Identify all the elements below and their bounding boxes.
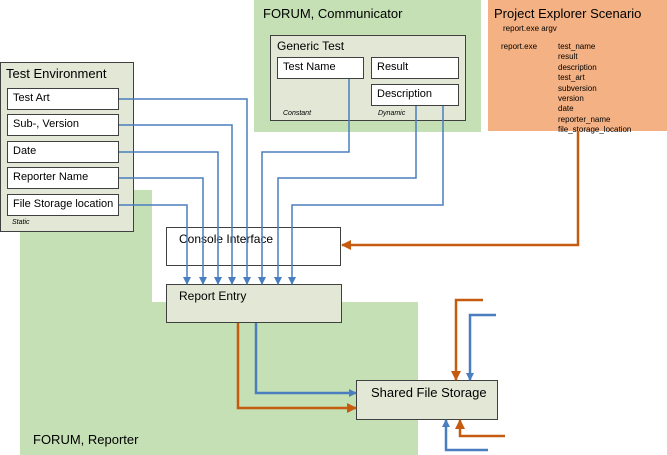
- line-storage-in-orange-bottom: [455, 419, 505, 438]
- test-environment-title: Test Environment: [6, 66, 107, 81]
- line-reporter-name: [119, 177, 207, 285]
- field-file-storage: File Storage location: [7, 194, 119, 216]
- console-interface-box: Console Interface: [166, 227, 341, 266]
- constant-label: Constant: [283, 110, 312, 117]
- reporter-area-lower: [20, 302, 418, 455]
- line-report-to-storage-orange: [236, 323, 357, 413]
- line-storage-in-blue-top: [466, 313, 496, 381]
- line-date: [119, 151, 222, 285]
- scenario-panel: [488, 0, 667, 131]
- generic-test-title: Generic Test: [277, 39, 345, 53]
- line-storage-in-blue-bottom: [442, 419, 488, 452]
- communicator-title: FORUM, Communicator: [263, 6, 403, 21]
- field-version: Sub-, Version: [7, 114, 119, 136]
- scenario-title: Project Explorer Scenario: [494, 6, 642, 21]
- line-report-to-storage-blue: [254, 323, 357, 397]
- scenario-exe: report.exe: [501, 42, 538, 51]
- scenario-command: report.exe argv: [503, 24, 557, 33]
- static-label: Static: [12, 219, 30, 226]
- field-date: Date: [7, 141, 119, 163]
- line-scenario-to-console: [341, 131, 580, 250]
- scenario-arg: description: [558, 62, 597, 72]
- dynamic-label: Dynamic: [378, 110, 406, 117]
- line-result: [274, 106, 417, 285]
- line-test-name: [258, 79, 350, 285]
- field-test-name: Test Name: [277, 57, 364, 79]
- field-result: Result: [371, 57, 459, 79]
- field-description: Description: [371, 84, 459, 106]
- scenario-arg: file_storage_location: [558, 125, 632, 135]
- shared-storage-box: Shared File Storage: [356, 380, 498, 420]
- line-description: [288, 106, 444, 285]
- report-entry-box: Report Entry: [166, 284, 342, 323]
- scenario-arg: test_name: [558, 42, 596, 51]
- field-test-art: Test Art: [7, 88, 119, 110]
- field-reporter-name: Reporter Name: [7, 167, 119, 189]
- scenario-arg: reporter_name: [558, 114, 611, 124]
- scenario-arg: version: [558, 94, 584, 104]
- line-version: [119, 124, 236, 285]
- scenario-arg: test_art: [558, 73, 585, 83]
- reporter-title: FORUM, Reporter: [33, 432, 139, 447]
- scenario-args: test_name result description test_art su…: [558, 42, 631, 136]
- line-file-storage: [119, 204, 191, 285]
- line-storage-in-orange-top: [451, 298, 483, 381]
- scenario-arg: subversion: [558, 83, 597, 93]
- line-test-art: [119, 98, 251, 285]
- scenario-arg: date: [558, 104, 574, 114]
- scenario-arg: result: [558, 52, 578, 62]
